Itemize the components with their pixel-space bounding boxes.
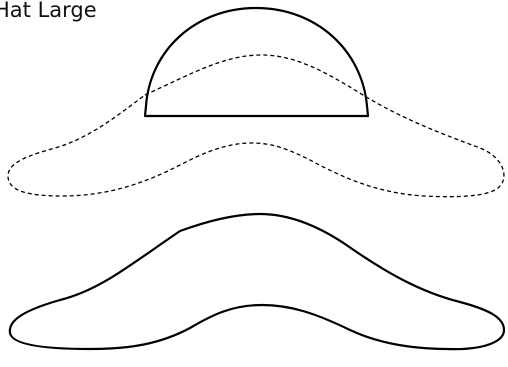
- brim-placement-outline: [7, 54, 505, 198]
- diagram-title: Hat Large: [0, 0, 97, 22]
- crown-piece: [143, 6, 370, 118]
- brim-piece: [8, 212, 506, 351]
